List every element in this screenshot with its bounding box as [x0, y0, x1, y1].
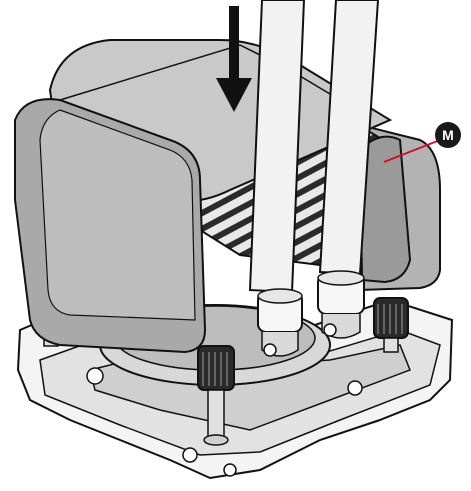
callout-letter: M — [442, 127, 454, 143]
callout-leader-line — [383, 139, 441, 163]
thumb-screw-front — [197, 345, 235, 446]
callout-badge — [435, 122, 461, 148]
thumb-screw-right — [373, 297, 409, 353]
arrow-down-icon — [216, 6, 252, 112]
callout-m: M — [383, 122, 461, 163]
tube-right — [317, 0, 380, 339]
screw-icon — [86, 367, 104, 385]
screw-icon — [347, 380, 363, 396]
tube-left — [248, 0, 306, 357]
screw-icon — [223, 463, 237, 477]
screw-icon — [182, 447, 198, 463]
pump-shroud — [14, 39, 441, 354]
